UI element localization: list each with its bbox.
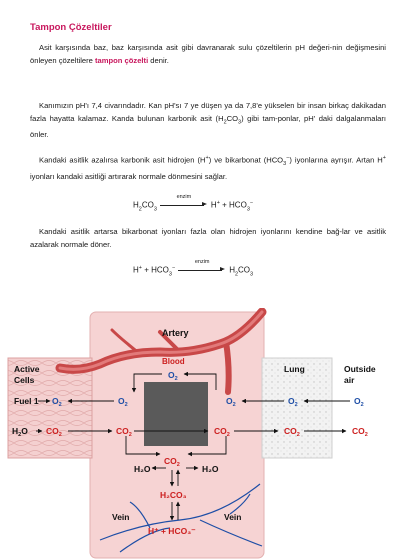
h2o-cells: H2O [12,426,28,438]
vein-label-left: Vein [112,512,129,522]
p3-part2: ) ve bikarbonat (HCO [208,155,284,165]
eq2-plus: + HCO [142,265,169,275]
outside-label-2: air [344,375,355,385]
p1-highlight: tampon çözelti [95,55,149,65]
p1-text: Asit karşısında baz, baz karşısında asit… [30,43,386,65]
eq1-left-sub2: 3 [153,206,157,213]
vein-label-right: Vein [224,512,241,522]
p3-part4: iyonları kandaki asitliği artırarak norm… [30,171,228,181]
p1-text-end: denir. [148,55,169,65]
outside-label-1: Outside [344,364,376,374]
eq2-right: H [229,265,235,275]
eq1-left: H [133,200,139,210]
eq2-right-sub2: 3 [250,271,254,278]
enzyme-arrow: enzim [178,259,226,276]
o2-cells: O2 [52,396,62,408]
p3-part1: Kandaki asitlik azalırsa karbonik asit h… [39,155,206,165]
eq1-right-sup: − [249,200,254,206]
gas-exchange-diagram: Artery Blood Active Cells Lung Outside a… [7,308,376,559]
p4-text: Kandaki asitlik artarsa bikarbonat iyonl… [30,227,386,249]
eq2-hco-sub: 3 [168,271,172,278]
p2-part3: ) gibi tam-ponlar, pH' daki dalgalanmala… [30,113,386,139]
eq1-left-sub: 2 [138,206,142,213]
lung-label: Lung [284,364,305,374]
eq1-right-h-sup: + [216,200,220,206]
eq2-h-sup: + [138,265,142,271]
eq2-right-tail: CO [238,265,251,275]
paragraph-acidity-low: Kandaki asitlik azalırsa karbonik asit h… [30,152,386,183]
p3-sub1: 3 [283,161,287,168]
enzyme-arrow: enzim [159,194,208,211]
blood-label: Blood [162,357,185,366]
co2-cells: CO2 [46,426,62,438]
active-label-2: Cells [14,375,35,385]
enzyme-label: enzim [176,193,192,200]
p3-part3: ) iyonlarına ayrışır. Artan H [289,155,383,165]
active-cells-panel [7,357,93,459]
section-title: Tampon Çözeltiler [30,22,112,33]
co2-center: CO2 [164,456,180,468]
enzyme-label: enzim [194,258,210,265]
eq1-right-plus: + HCO [219,200,247,210]
o2-right: O2 [226,396,236,408]
o2-outside: O2 [354,396,364,408]
co2-outside: CO2 [352,426,368,438]
co2-lung: CO2 [284,426,300,438]
paragraph-definition: Asit karşısında baz, baz karşısında asit… [30,42,386,67]
artery-label: Artery [162,328,189,338]
flow-arrows [36,371,350,521]
fuel-label: Fuel 1 [14,396,39,406]
tissue-box [144,382,208,446]
eq2-hco-sup: − [171,265,176,271]
h2o-right: H₂O [202,464,219,474]
p3-sup1: + [205,155,209,161]
p2-part1: Kanımızın pH'ı 7,4 civarındadır. Kan pH'… [30,101,386,123]
active-label-1: Active [14,364,40,374]
o2-left: O2 [118,396,128,408]
h2co3-label: H₂CO₃ [160,490,187,500]
artery-vessel [55,308,267,395]
paragraph-blood-ph: Kanımızın pH'ı 7,4 civarındadır. Kan pH'… [30,100,386,141]
eq2-right-sub: 2 [234,271,239,278]
co2-left: CO2 [116,426,132,438]
p2-part2: CO [226,113,239,123]
eq2-h: H [133,265,139,275]
p3-sup2: − [286,155,290,161]
p3-sup3: + [382,155,386,161]
o2-lung: O2 [288,396,298,408]
p2-sub2: 3 [238,119,242,126]
eq1-right-sub: 3 [246,206,250,213]
co2-right: CO2 [214,426,230,438]
p2-sub1: 2 [223,119,227,126]
vein-network [99,483,263,553]
lung-panel [261,357,333,459]
o2-top: O2 [168,370,178,382]
paragraph-acidity-high: Kandaki asitlik artarsa bikarbonat iyonl… [30,226,386,251]
eq1-right-h: H [210,200,217,210]
h2o-left: H₂O [134,464,151,474]
hplus-hco3-label: H⁺ + HCO₃⁻ [148,526,196,536]
eq1-left-tail: CO [141,200,154,210]
